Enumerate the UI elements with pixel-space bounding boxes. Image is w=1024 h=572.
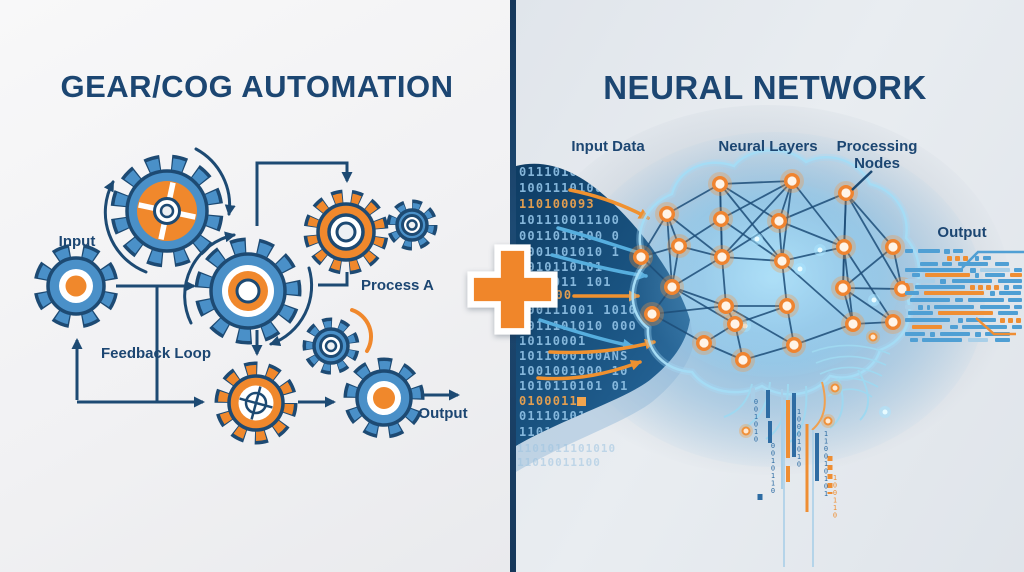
label-right-output: Output xyxy=(937,224,987,241)
label-neural-layers: Neural Layers xyxy=(718,138,818,155)
right-title: NEURAL NETWORK xyxy=(603,69,927,106)
label-input-data: Input Data xyxy=(571,138,645,155)
label-left-output: Output xyxy=(418,405,468,422)
label-feedback-loop: Feedback Loop xyxy=(100,345,212,362)
left-title: GEAR/COG AUTOMATION xyxy=(60,69,454,104)
label-input: Input xyxy=(58,233,96,250)
label-process-a: Process A xyxy=(361,277,434,294)
label-processing-nodes: Processing Nodes xyxy=(836,138,918,172)
brain-glow-inner xyxy=(645,182,900,377)
plus-icon xyxy=(467,244,558,335)
